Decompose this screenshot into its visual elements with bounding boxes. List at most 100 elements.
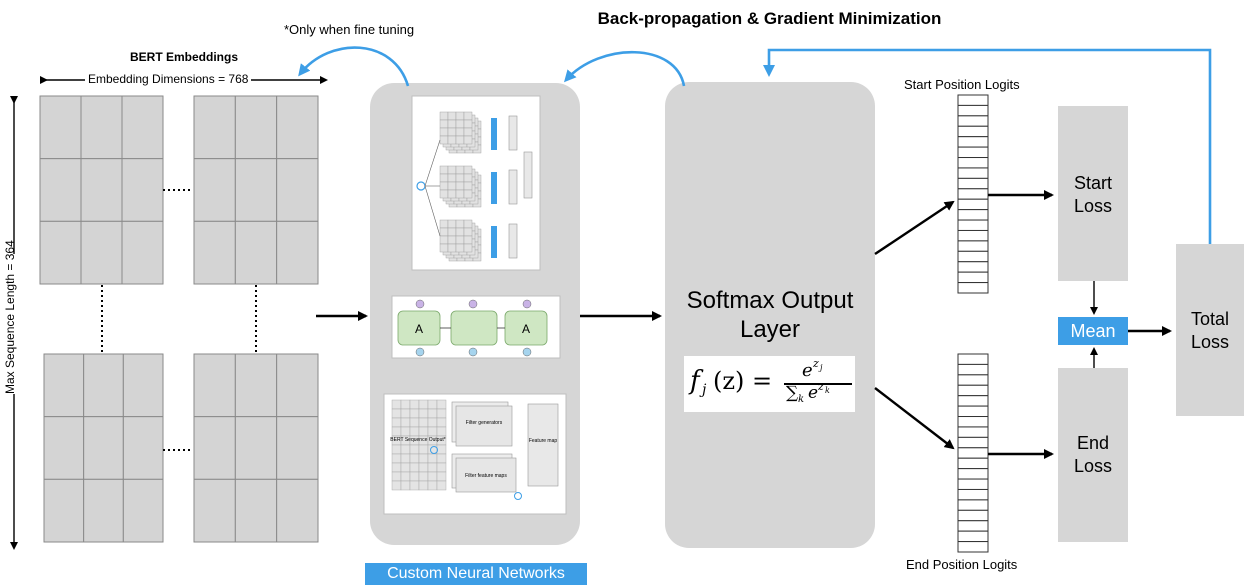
cnn-feature-cell xyxy=(439,173,449,183)
end-position-logits-column xyxy=(957,353,989,553)
softmax-panel xyxy=(665,82,875,548)
dcnn-grid-cell xyxy=(418,480,429,491)
dcnn-grid-cell xyxy=(400,471,411,482)
grid-cell xyxy=(234,158,278,222)
dcnn-grid-cell xyxy=(409,408,420,419)
cnn-feature-cell xyxy=(455,173,465,183)
cnn-feature-cell xyxy=(455,111,465,121)
dcnn-grid-cell xyxy=(436,480,447,491)
dcnn-grid-cell xyxy=(427,399,438,410)
cnn-feature-cell xyxy=(455,243,465,253)
dcnn-grid-cell xyxy=(400,426,411,437)
dcnn-grid-cell xyxy=(418,444,429,455)
logit-cell xyxy=(957,188,989,200)
cnn-feature-cell xyxy=(439,135,449,145)
cnn-feature-cell xyxy=(455,235,465,245)
formula-fraction-bar xyxy=(784,383,852,385)
embedding-dimensions-label: Embedding Dimensions = 768 xyxy=(85,72,252,86)
logit-cell xyxy=(957,250,989,263)
dcnn-grid-cell xyxy=(436,417,447,428)
cnn-feature-cell xyxy=(439,181,449,191)
grid-cell xyxy=(39,95,82,160)
dcnn-grid-cell xyxy=(436,444,447,455)
logit-cell xyxy=(957,436,989,449)
dcnn-grid-cell xyxy=(436,471,447,482)
grid-cell xyxy=(276,416,319,480)
cnn-feature-cell xyxy=(455,227,465,237)
grid-cell xyxy=(80,158,123,222)
cnn-feature-cell xyxy=(447,189,457,199)
dcnn-grid-cell xyxy=(391,471,402,482)
logit-cell xyxy=(957,384,989,397)
logit-cell xyxy=(957,282,989,294)
logit-cell xyxy=(957,478,989,490)
formula-denominator-sup: z xyxy=(818,380,824,393)
logit-cell xyxy=(957,426,989,438)
logit-cell xyxy=(957,104,989,117)
lstm-cell-label-2: A xyxy=(522,322,530,336)
grid-cell xyxy=(276,95,319,160)
cnn-feature-cell xyxy=(463,135,473,145)
dcnn-grid-cell xyxy=(436,462,447,473)
logit-cell xyxy=(957,198,989,211)
logit-cell xyxy=(957,115,989,127)
cnn-feature-cell xyxy=(439,227,449,237)
grid-cell xyxy=(193,478,236,543)
cnn-feature-cell xyxy=(447,227,457,237)
dcnn-grid-cell xyxy=(418,399,429,410)
cnn-feature-cell xyxy=(463,235,473,245)
cnn-feature-cell xyxy=(463,111,473,121)
dcnn-grid-cell xyxy=(427,462,438,473)
dcnn-grid-cell xyxy=(418,426,429,437)
dcnn-grid-cell xyxy=(427,471,438,482)
cnn-feature-cell xyxy=(463,219,473,229)
dcnn-grid-cell xyxy=(418,408,429,419)
cnn-feature-cell xyxy=(447,173,457,183)
embedding-grid-bottom-right xyxy=(193,353,319,543)
dcnn-grid-cell xyxy=(409,426,420,437)
formula-denominator-sup-sub: k xyxy=(825,386,830,395)
cnn-feature-cell xyxy=(447,243,457,253)
logit-cell xyxy=(957,167,989,179)
dcnn-filter-generators-label: Filter generators xyxy=(466,420,503,426)
logit-cell xyxy=(957,94,989,106)
logit-cell xyxy=(957,229,989,242)
cnn-feature-cell xyxy=(463,119,473,129)
cnn-feature-cell xyxy=(447,111,457,121)
dcnn-grid-cell xyxy=(391,399,402,410)
grid-cell xyxy=(39,220,82,285)
dcnn-grid-cell xyxy=(391,444,402,455)
logit-cell xyxy=(957,499,989,511)
formula-numerator-e: e xyxy=(802,360,813,381)
arrow-softmax-to-start-logits xyxy=(874,200,955,255)
dcnn-grid-cell xyxy=(400,399,411,410)
total-loss-label: Total Loss xyxy=(1190,309,1230,352)
logit-cell xyxy=(957,520,989,532)
logit-cell xyxy=(957,219,989,231)
logit-cell xyxy=(957,374,989,386)
grid-cell xyxy=(43,416,85,480)
cnn-feature-cell xyxy=(439,243,449,253)
dynamic-cnn-thumbnail: BERT Sequence Output* Filter generators … xyxy=(383,393,567,515)
dcnn-grid-cell xyxy=(427,453,438,464)
logit-cell xyxy=(957,405,989,418)
cnn-feature-cell xyxy=(447,165,457,175)
formula-lhs: f xyxy=(690,366,700,396)
cnn-feature-cell xyxy=(439,189,449,199)
cnn-feature-cell xyxy=(439,165,449,175)
grid-cell xyxy=(193,95,236,160)
start-position-logits-label: Start Position Logits xyxy=(904,77,1020,92)
grid-cell xyxy=(83,416,124,480)
dcnn-bert-output-label: BERT Sequence Output* xyxy=(390,437,445,443)
logit-cell xyxy=(957,541,989,553)
dcnn-grid-cell xyxy=(436,399,447,410)
grid-cell xyxy=(234,416,278,480)
softmax-formula: f j (z) = e z j ∑ k e z k xyxy=(690,357,854,406)
grid-cell xyxy=(193,416,236,480)
backprop-arc-to-custom-nn xyxy=(563,50,686,87)
cnn-feature-cell xyxy=(463,165,473,175)
total-loss-box xyxy=(1176,244,1244,416)
mean-box xyxy=(1058,317,1128,345)
logit-cell xyxy=(957,240,989,252)
